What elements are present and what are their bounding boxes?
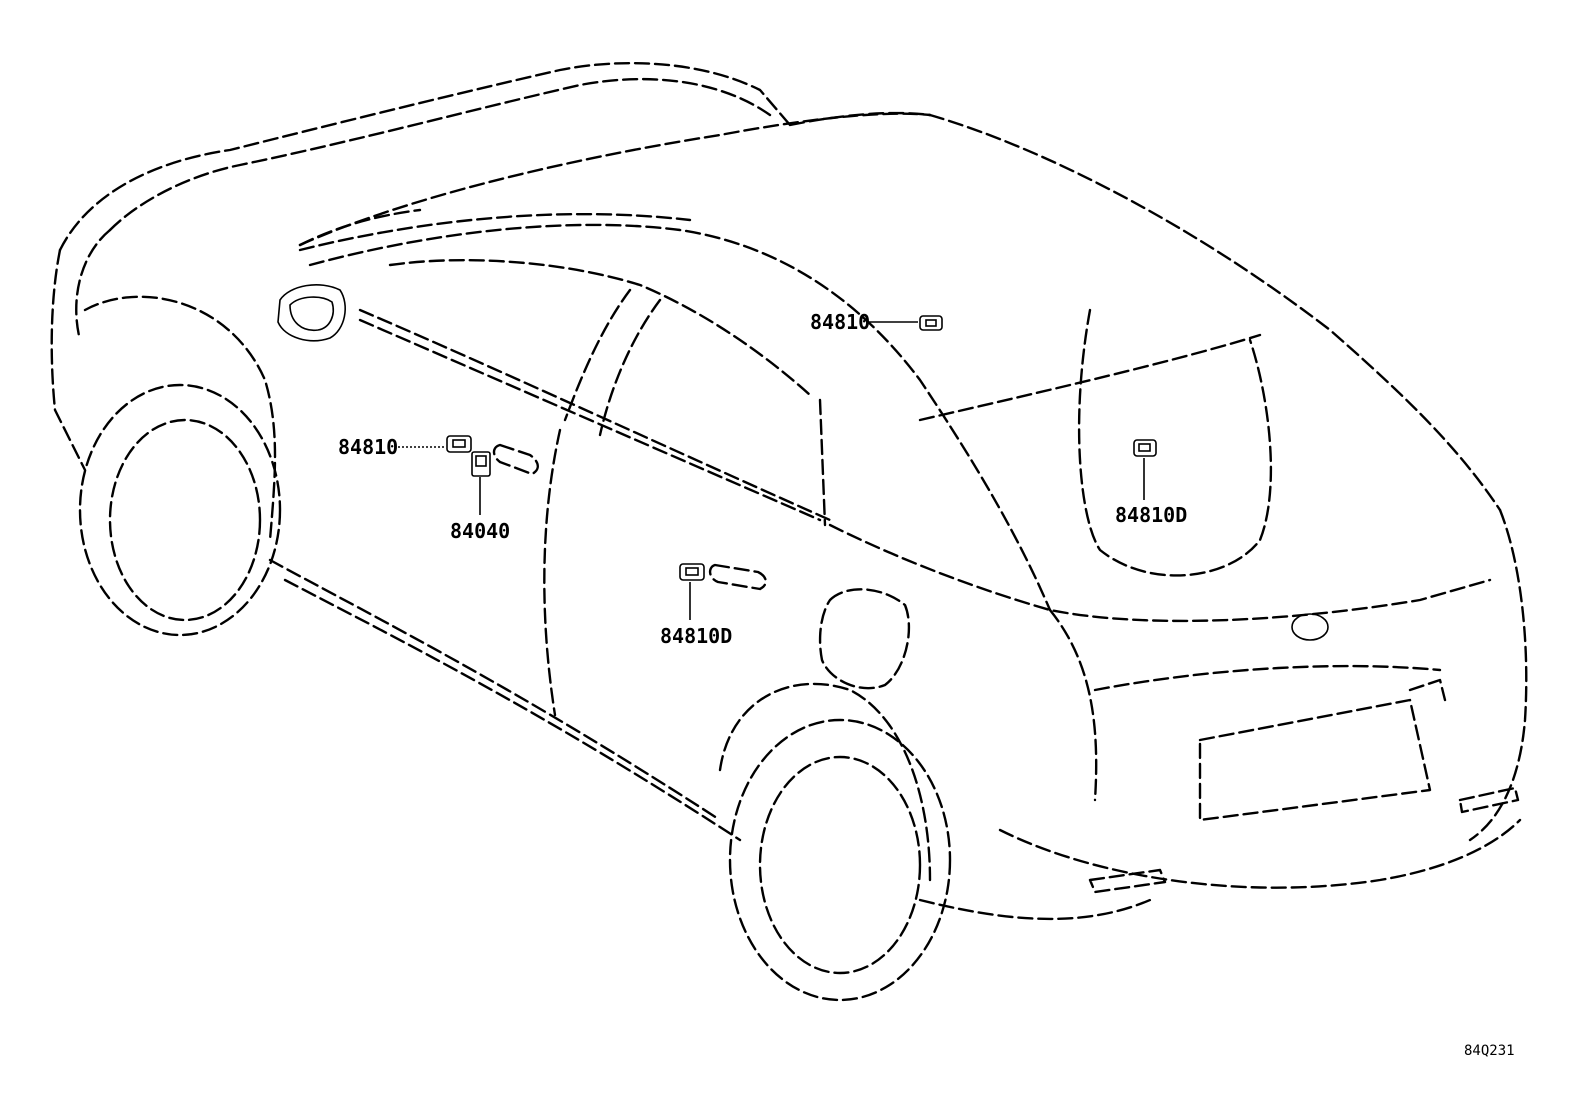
switch-part-rear-door [679,563,705,581]
callout-84810d-rear-door: 84810D [660,624,732,648]
vehicle-outline [50,61,1528,1002]
callout-labels: 84810 84810 84040 84810D 84810D [338,310,1187,648]
callout-84810d-back-door: 84810D [1115,503,1187,527]
callout-84810-roof: 84810 [810,310,870,334]
leader-lines [398,321,1145,620]
switch-part-front-door [446,435,472,453]
switch-part-roof [919,315,943,331]
callout-84040: 84040 [450,519,510,543]
control-unit-part-front-door [471,451,491,477]
switch-part-back-door [1133,439,1157,457]
callout-84810-front-door: 84810 [338,435,398,459]
diagram-code: 84Q231 [1464,1043,1515,1059]
